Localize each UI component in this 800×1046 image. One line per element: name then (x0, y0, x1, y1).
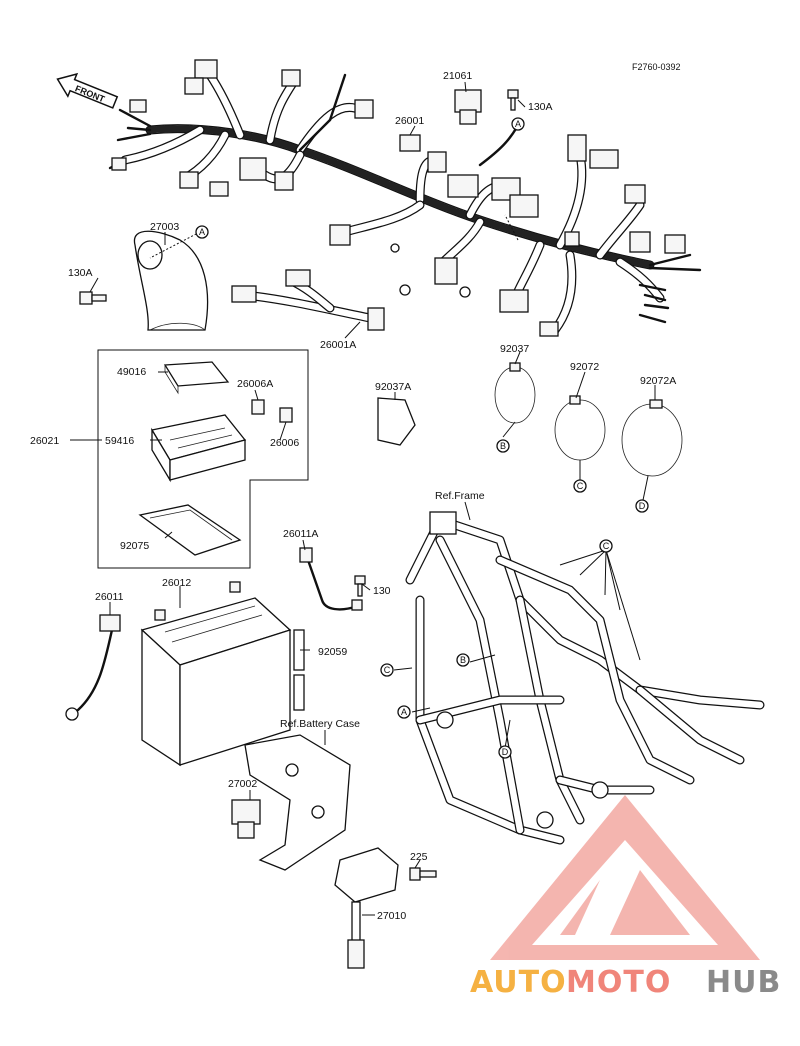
ref-battery-case-label: Ref.Battery Case (280, 718, 360, 730)
front-arrow-icon: FRONT (56, 72, 119, 109)
watermark-logo (490, 795, 760, 960)
label-27002: 27002 (228, 778, 257, 790)
label-21061: 21061 (443, 70, 472, 82)
marker-d-band: D (635, 499, 649, 513)
label-130a-top: 130A (528, 101, 553, 113)
label-92059: 92059 (318, 646, 347, 658)
bolt-130a-top (507, 89, 519, 111)
motorcycle-frame (405, 511, 765, 845)
label-92037: 92037 (500, 343, 529, 355)
fuse-26006 (279, 407, 293, 423)
svg-text:A: A (199, 227, 205, 237)
label-26006a: 26006A (237, 378, 273, 390)
marker-b-frame: B (456, 653, 470, 667)
battery-cable-26011 (65, 614, 121, 721)
marker-a-frame: A (397, 705, 411, 719)
marker-d-frame: D (498, 745, 512, 759)
label-26011: 26011 (95, 591, 124, 603)
relay-27010 (334, 847, 399, 969)
relay-27002 (231, 799, 261, 839)
band-92072 (554, 395, 606, 461)
svg-text:B: B (500, 441, 506, 451)
label-26021: 26021 (30, 435, 59, 447)
marker-c-frame-left: C (380, 663, 394, 677)
sub-harness-26001a (231, 269, 385, 331)
leader-lines (70, 81, 656, 916)
label-92075: 92075 (120, 540, 149, 552)
label-225: 225 (410, 851, 428, 863)
watermark-moto: MOTO (566, 965, 671, 1000)
watermark-hub: HUB (706, 965, 781, 1000)
relay-21061 (454, 89, 482, 125)
label-26001a: 26001A (320, 339, 356, 351)
fuse-holder-92075 (138, 504, 242, 556)
label-26012: 26012 (162, 577, 191, 589)
diagram-code: F2760-0392 (632, 62, 681, 72)
band-92072a (621, 399, 683, 477)
label-92072a: 92072A (640, 375, 676, 387)
bolt-225 (409, 867, 437, 881)
svg-text:C: C (384, 665, 391, 675)
svg-text:A: A (401, 707, 407, 717)
label-26001: 26001 (395, 115, 424, 127)
label-92037a: 92037A (375, 381, 411, 393)
svg-text:D: D (639, 501, 646, 511)
battery-26012 (140, 581, 292, 767)
strap-92037a (377, 397, 416, 446)
label-26006: 26006 (270, 437, 299, 449)
label-27010: 27010 (377, 910, 406, 922)
bolt-130 (354, 575, 366, 597)
marker-a-harness: A (511, 117, 525, 131)
battery-case (244, 734, 351, 871)
breather-tube-92059 (293, 629, 305, 711)
horn-27003 (133, 230, 209, 331)
label-49016: 49016 (117, 366, 146, 378)
label-27003: 27003 (150, 221, 179, 233)
svg-text:C: C (603, 541, 610, 551)
label-59416: 59416 (105, 435, 134, 447)
bolt-130a-horn (79, 291, 107, 305)
svg-text:A: A (515, 119, 521, 129)
label-26011a: 26011A (283, 528, 318, 540)
label-130: 130 (373, 585, 391, 597)
watermark-auto: AUTO (470, 965, 567, 1000)
watermark-text: AUTO MOTO HUB (470, 965, 781, 1000)
ref-frame-label: Ref.Frame (435, 490, 485, 502)
marker-c-band: C (573, 479, 587, 493)
svg-text:B: B (460, 655, 466, 665)
fuse-box-59416 (150, 414, 247, 483)
fuse-cover-49016 (163, 361, 230, 395)
fuse-26006a (251, 399, 265, 415)
band-92037 (494, 362, 536, 424)
label-130a-horn: 130A (68, 267, 93, 279)
svg-text:C: C (577, 481, 584, 491)
marker-b-band: B (496, 439, 510, 453)
marker-c-frame-top: C (599, 539, 613, 553)
label-92072: 92072 (570, 361, 599, 373)
marker-a-horn: A (195, 225, 209, 239)
svg-text:D: D (502, 747, 509, 757)
battery-cable-26011a (299, 547, 363, 611)
fuse-box-kit-frame (97, 349, 309, 569)
main-wiring-harness (108, 59, 702, 337)
